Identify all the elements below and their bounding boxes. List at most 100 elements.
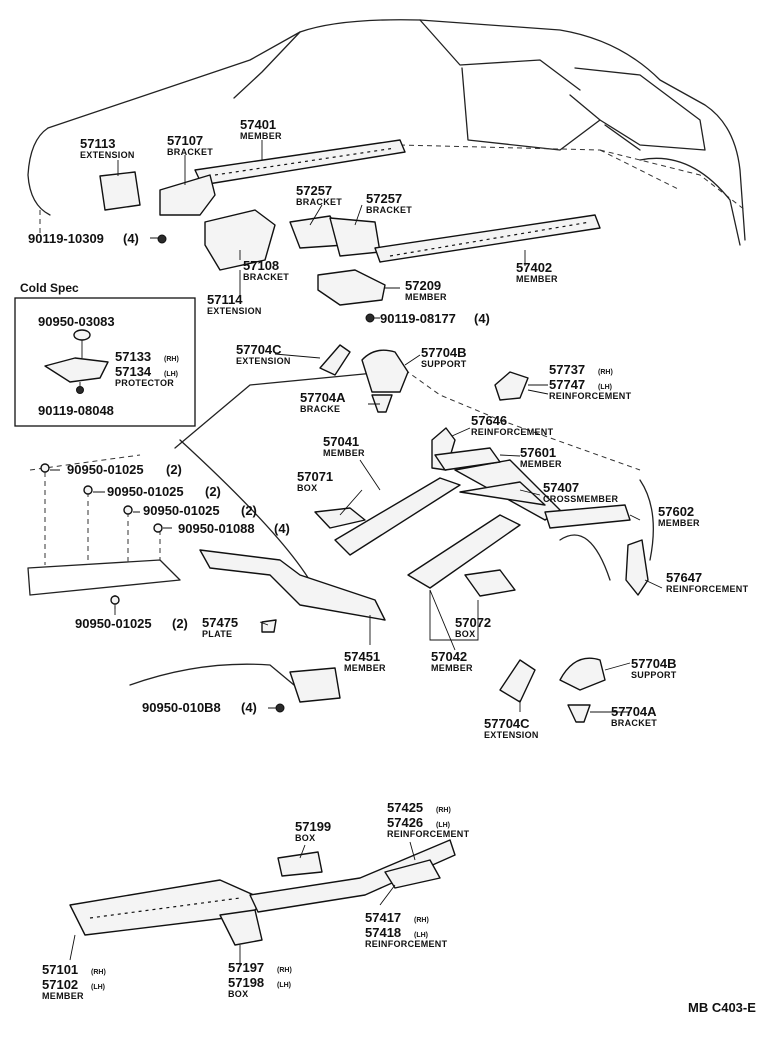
extension-57704C-lower-shape xyxy=(499,659,536,703)
callout-number: 57426 xyxy=(387,815,423,830)
bolt-90119-08048-icon xyxy=(76,386,84,394)
bolt-90119-08177-icon xyxy=(365,313,375,323)
frame-member-57041 xyxy=(334,477,461,556)
callout-number: 57704B xyxy=(631,656,677,671)
callout-name: REINFORCEMENT xyxy=(387,829,470,839)
callout-name: BOX xyxy=(297,483,317,493)
frame-member-57042 xyxy=(407,514,521,589)
clip-90950-01025-a-icon xyxy=(40,463,50,473)
bottom-frame-assembly xyxy=(69,839,456,946)
callout-number: 57407 xyxy=(543,480,579,495)
extension-57113-shape xyxy=(99,171,141,211)
callout-number: 57114 xyxy=(207,292,243,307)
callout-name: EXTENSION xyxy=(80,150,135,160)
callout-side: (LH) xyxy=(598,384,612,391)
callout-name: REINFORCEMENT xyxy=(549,391,632,401)
clip-90950-01088-icon xyxy=(153,523,163,533)
cold-spec-inset xyxy=(14,297,196,427)
callout-number: 90950-01025 xyxy=(143,503,220,518)
bolt-90119-10309-icon xyxy=(157,234,167,244)
inset-item-side: (LH) xyxy=(164,371,178,378)
callout-number: 57747 xyxy=(549,377,585,392)
callout-number: 57647 xyxy=(666,570,702,585)
figure-code: MB C403-E xyxy=(688,1000,756,1015)
inset-item-number: 57134 xyxy=(115,364,152,379)
callout-number: 57402 xyxy=(516,260,552,275)
member-57209-shape xyxy=(317,269,386,306)
callout-number: 57102 xyxy=(42,977,78,992)
callout-name: MEMBER xyxy=(405,292,447,302)
callout-side: (LH) xyxy=(277,982,291,989)
callout-number: 57101 xyxy=(42,962,78,977)
extension-57704C-top-shape xyxy=(319,344,351,376)
callout-number: 57107 xyxy=(167,133,203,148)
callout-side: (RH) xyxy=(436,807,451,814)
callout-name: MEMBER xyxy=(323,448,365,458)
callout-name: BOX xyxy=(295,833,315,843)
callout-number: 90950-01025 xyxy=(107,484,184,499)
callout-name: REINFORCEMENT xyxy=(471,427,554,437)
callout-name: REINFORCEMENT xyxy=(365,939,448,949)
callout-number: 57704C xyxy=(484,716,530,731)
frame-member-57601 xyxy=(434,447,501,471)
callout-name: BRACKE xyxy=(300,404,340,414)
bracket-57704A-top-shape xyxy=(371,394,393,413)
callout-name: SUPPORT xyxy=(631,670,677,680)
callout-name: BOX xyxy=(228,989,248,999)
callout-side: (LH) xyxy=(414,932,428,939)
callout-number: 57425 xyxy=(387,800,423,815)
callout-qty: (4) xyxy=(474,311,490,326)
inset-item-side: (RH) xyxy=(164,356,179,363)
callout-name: EXTENSION xyxy=(207,306,262,316)
grommet-icon xyxy=(73,329,91,341)
cold-spec-labels: Cold Spec 90950-03083 57133 (RH) 57134 (… xyxy=(20,281,179,418)
callout-name: BRACKET xyxy=(296,197,342,207)
callout-qty: (2) xyxy=(166,462,182,477)
callout-number: 57257 xyxy=(366,191,402,206)
clip-90950-01025-c-icon xyxy=(123,505,133,515)
inset-item-number: 57133 xyxy=(115,349,151,364)
callout-number: 90950-010B8 xyxy=(142,700,221,715)
callout-name: MEMBER xyxy=(431,663,473,673)
left-lower-rail xyxy=(27,463,181,610)
clip-90950-01025-d-icon xyxy=(110,595,120,605)
callout-side: (RH) xyxy=(414,917,429,924)
callout-number: 57451 xyxy=(344,649,380,664)
callout-qty: (2) xyxy=(205,484,221,499)
callout-name: BRACKET xyxy=(243,272,289,282)
car-body-outline xyxy=(27,19,746,246)
callout-number: 57646 xyxy=(471,413,507,428)
callout-number: 57113 xyxy=(80,136,115,151)
clip-90950-010B8-icon xyxy=(275,703,285,713)
callout-number: 57042 xyxy=(431,649,467,664)
inset-title: Cold Spec xyxy=(20,281,79,295)
callout-name: MEMBER xyxy=(344,663,386,673)
callout-qty: (4) xyxy=(241,700,257,715)
callout-number: 57108 xyxy=(243,258,279,273)
clip-90950-01025-b-icon xyxy=(83,485,93,495)
callout-number: 57197 xyxy=(228,960,264,975)
support-57704B-top-shape xyxy=(361,349,409,393)
callout-name: BRACKET xyxy=(366,205,412,215)
reinforcement-57647-shape xyxy=(625,539,649,596)
callout-qty: (4) xyxy=(274,521,290,536)
callout-number: 57704B xyxy=(421,345,467,360)
side-rail-57402 xyxy=(374,214,601,263)
callout-number: 57041 xyxy=(323,434,359,449)
callout-number: 57601 xyxy=(520,445,556,460)
callout-side: (RH) xyxy=(598,369,613,376)
bracket-57704A-lower-shape xyxy=(567,704,591,723)
inset-item-number: 90119-08048 xyxy=(38,403,114,418)
callout-name: MEMBER xyxy=(42,991,84,1001)
bracket-57108-shape xyxy=(204,209,276,271)
callout-name: EXTENSION xyxy=(236,356,291,366)
callout-number: 57072 xyxy=(455,615,491,630)
callout-number: 57417 xyxy=(365,910,401,925)
plate-57475-shape xyxy=(261,619,277,633)
callout-number: 57704A xyxy=(300,390,346,405)
callout-number: 90950-01025 xyxy=(75,616,152,631)
callout-number: 57257 xyxy=(296,183,332,198)
callout-name: MEMBER xyxy=(520,459,562,469)
callout-number: 57209 xyxy=(405,278,441,293)
